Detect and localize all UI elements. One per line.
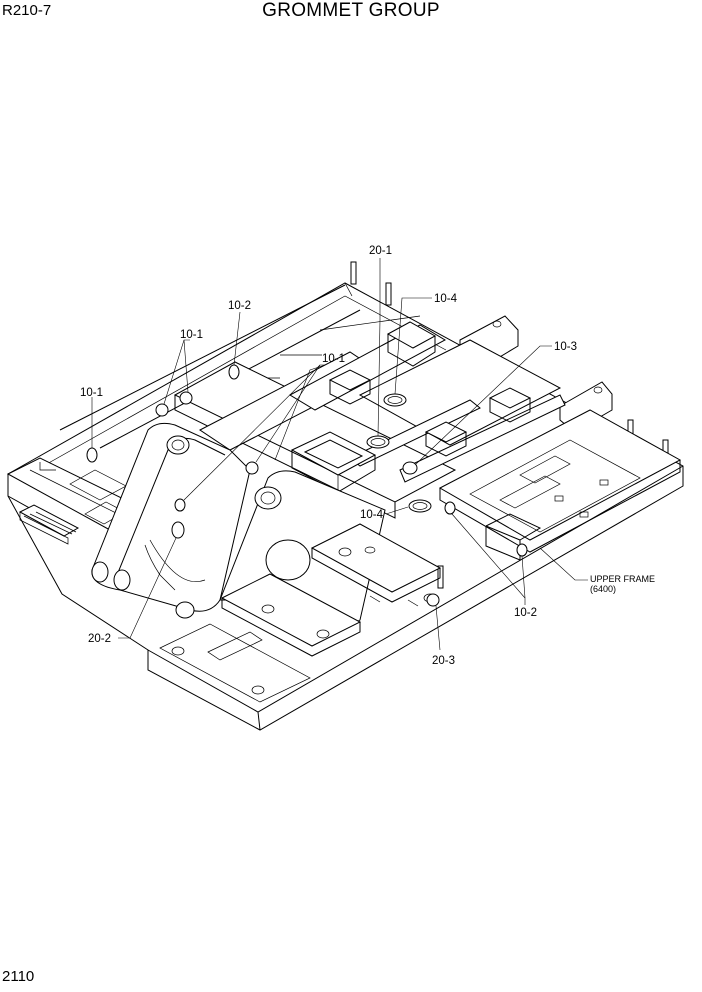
grommet-10-2-b [444, 501, 456, 515]
callout-10-4-mid: 10-4 [360, 509, 384, 521]
grommet-10-1-c [179, 391, 193, 405]
grommet-10-3 [402, 461, 418, 475]
upper-frame-label: UPPER FRAME [590, 574, 655, 584]
grommet-20-2 [171, 521, 185, 539]
grommet-10-4-b [408, 499, 432, 513]
callout-10-4-top: 10-4 [434, 293, 458, 305]
grommet-10-1-d [245, 461, 259, 475]
grommet-10-1-b [155, 403, 169, 417]
callout-10-1-center: 10-1 [322, 353, 345, 365]
page-title: GROMMET GROUP [262, 0, 440, 21]
callout-20-1: 20-1 [369, 245, 392, 257]
callout-10-3: 10-3 [554, 341, 577, 353]
grommet-10-1-a [86, 447, 98, 463]
callout-20-2: 20-2 [88, 633, 111, 645]
model-code: R210-7 [2, 2, 52, 19]
leader-lines [91, 258, 588, 651]
callout-10-1-middle: 10-1 [180, 329, 203, 341]
page-number: 2110 [2, 968, 35, 985]
grommet-20-1 [366, 435, 390, 449]
grommet-10-2-a [228, 364, 240, 380]
callout-20-3: 20-3 [432, 655, 455, 667]
grommet-10-1-e [174, 498, 186, 512]
lower-deck-mounts [159, 523, 442, 703]
right-plate [438, 409, 682, 561]
callout-10-2-bottom: 10-2 [514, 607, 537, 619]
upper-frame-part-number: (6400) [590, 584, 616, 594]
grommet-10-2-c [516, 543, 528, 557]
callout-10-1-left: 10-1 [80, 387, 103, 399]
callout-labels: 20-1 10-4 10-2 10-3 10-1 10-1 10-1 10-4 … [80, 245, 655, 667]
grommet-20-3 [426, 593, 440, 607]
grommet-10-4-a [383, 393, 407, 407]
deck-frames [173, 324, 566, 519]
callout-10-2-top: 10-2 [228, 300, 251, 312]
